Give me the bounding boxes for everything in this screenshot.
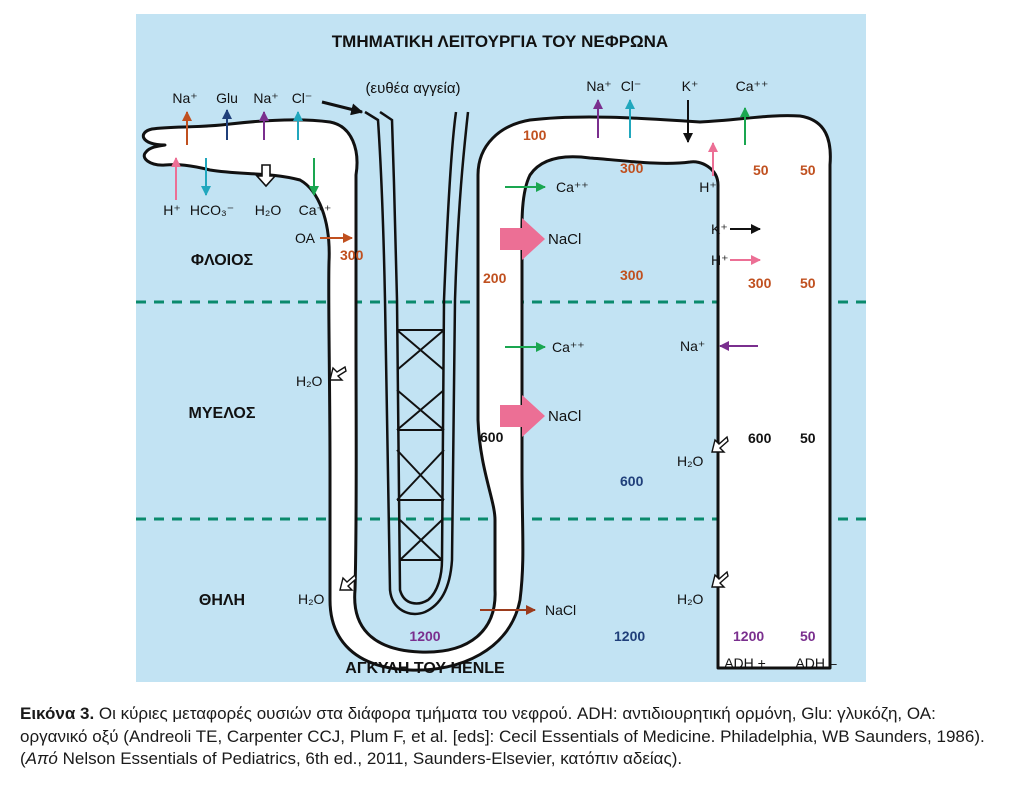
caption-prefix: Εικόνα 3. bbox=[20, 704, 95, 723]
distal-h-label: H⁺ bbox=[699, 179, 717, 195]
proximal-glu-label: Glu bbox=[216, 90, 238, 106]
loop-nacl-label: NaCl bbox=[545, 602, 576, 618]
nephron-figure: ΤΜΗΜΑΤΙΚΗ ΛΕΙΤΟΥΡΓΙΑ ΤΟΥ ΝΕΦΡΩΝΑ (ευθέα … bbox=[136, 14, 866, 682]
adh-minus-label: ADH – bbox=[795, 655, 836, 671]
osm-1200-loop: 1200 bbox=[409, 628, 440, 644]
proximal-na2-label: Na⁺ bbox=[253, 90, 278, 106]
nacl-label-ascending-2: NaCl bbox=[548, 408, 581, 425]
h2o-reabsorb-hollow-arrow bbox=[255, 164, 277, 188]
collecting-k-label: K⁺ bbox=[711, 221, 728, 237]
caption-text: Οι κύριες μεταφορές ουσιών στα διάφορα τ… bbox=[20, 704, 985, 769]
collecting-h2o-hollow-arrow-2 bbox=[711, 570, 729, 588]
proximal-h-label: H⁺ bbox=[163, 202, 181, 218]
figure-title: ΤΜΗΜΑΤΙΚΗ ΛΕΙΤΟΥΡΓΙΑ ΤΟΥ ΝΕΦΡΩΝΑ bbox=[332, 32, 668, 51]
osm-200-ascending: 200 bbox=[483, 270, 507, 286]
nacl-pink-arrow-1 bbox=[500, 218, 545, 260]
osm-50-ADH-minus-cortex: 50 bbox=[800, 275, 816, 291]
caption-text-end: Nelson Essentials of Pediatrics, 6th ed.… bbox=[57, 749, 683, 769]
caption-italic: Από bbox=[25, 749, 58, 769]
distal-ca-label: Ca⁺⁺ bbox=[736, 78, 769, 94]
proximal-ca-label: Ca⁺⁺ bbox=[299, 202, 332, 218]
distal-na-label: Na⁺ bbox=[586, 78, 611, 94]
osm-300-ADH-plus: 300 bbox=[748, 275, 772, 291]
zone-medulla-label: ΜΥΕΛΟΣ bbox=[189, 405, 256, 422]
collecting-h2o-label-1: H₂O bbox=[677, 453, 704, 469]
proximal-hco3-label: HCO₃⁻ bbox=[190, 202, 234, 218]
desc-h2o-hollow-arrow-1 bbox=[329, 365, 347, 381]
nephron-tubule bbox=[141, 114, 832, 672]
ca-label-ascending-2: Ca⁺⁺ bbox=[552, 339, 585, 355]
osm-50-ADH-minus-papilla: 50 bbox=[800, 628, 816, 644]
distal-k-label: K⁺ bbox=[682, 78, 699, 94]
osm-600-ascending: 600 bbox=[480, 429, 504, 445]
nephron-diagram: ΤΜΗΜΑΤΙΚΗ ΛΕΙΤΟΥΡΓΙΑ ΤΟΥ ΝΕΦΡΩΝΑ (ευθέα … bbox=[136, 32, 866, 677]
proximal-cl-label: Cl⁻ bbox=[292, 90, 313, 106]
osm-50-ADH-minus-top: 50 bbox=[800, 162, 816, 178]
collecting-na-label: Na⁺ bbox=[680, 338, 705, 354]
osm-50-ADH-minus-medulla: 50 bbox=[800, 430, 816, 446]
osm-50-ADH-plus-top: 50 bbox=[753, 162, 769, 178]
zone-cortex-label: ΦΛΟΙΟΣ bbox=[191, 252, 254, 269]
collecting-h2o-label-2: H₂O bbox=[677, 591, 704, 607]
osm-300-distal: 300 bbox=[620, 160, 644, 176]
zone-papilla-label: ΘΗΛΗ bbox=[199, 592, 245, 609]
nacl-pink-arrow-2 bbox=[500, 395, 545, 437]
desc-h2o-hollow-arrow-2 bbox=[339, 573, 357, 591]
collecting-h2o-hollow-arrow-1 bbox=[711, 435, 729, 453]
ca-label-ascending-1: Ca⁺⁺ bbox=[556, 179, 589, 195]
vasa-recta bbox=[364, 110, 470, 616]
proximal-na-label: Na⁺ bbox=[172, 90, 197, 106]
oa-label: ΟΑ bbox=[295, 230, 316, 246]
osm-600-interstitium: 600 bbox=[620, 473, 644, 489]
adh-plus-label: ADH + bbox=[724, 655, 766, 671]
vasa-recta-network bbox=[396, 329, 445, 561]
collecting-h-label: H⁺ bbox=[711, 252, 729, 268]
osm-1200-ADH-plus: 1200 bbox=[733, 628, 764, 644]
figure-caption: Εικόνα 3. Οι κύριες μεταφορές ουσιών στα… bbox=[20, 703, 1005, 771]
desc-h2o-label-2: H₂O bbox=[298, 591, 325, 607]
osm-300-proximal: 300 bbox=[340, 247, 364, 263]
osm-100-distal: 100 bbox=[523, 127, 547, 143]
proximal-h2o-label: H₂O bbox=[255, 202, 282, 218]
osm-1200-interstitium: 1200 bbox=[614, 628, 645, 644]
vasa-recta-pointer-arrow bbox=[321, 100, 364, 116]
vasa-recta-label: (ευθέα αγγεία) bbox=[365, 80, 460, 97]
desc-h2o-label-1: H₂O bbox=[296, 373, 323, 389]
osm-300-cortex: 300 bbox=[620, 267, 644, 283]
henle-loop-label: ΑΓΚΥΛΗ ΤΟΥ HENLE bbox=[345, 660, 505, 677]
osm-600-ADH-plus: 600 bbox=[748, 430, 772, 446]
nacl-label-ascending-1: NaCl bbox=[548, 231, 581, 248]
distal-cl-label: Cl⁻ bbox=[621, 78, 642, 94]
